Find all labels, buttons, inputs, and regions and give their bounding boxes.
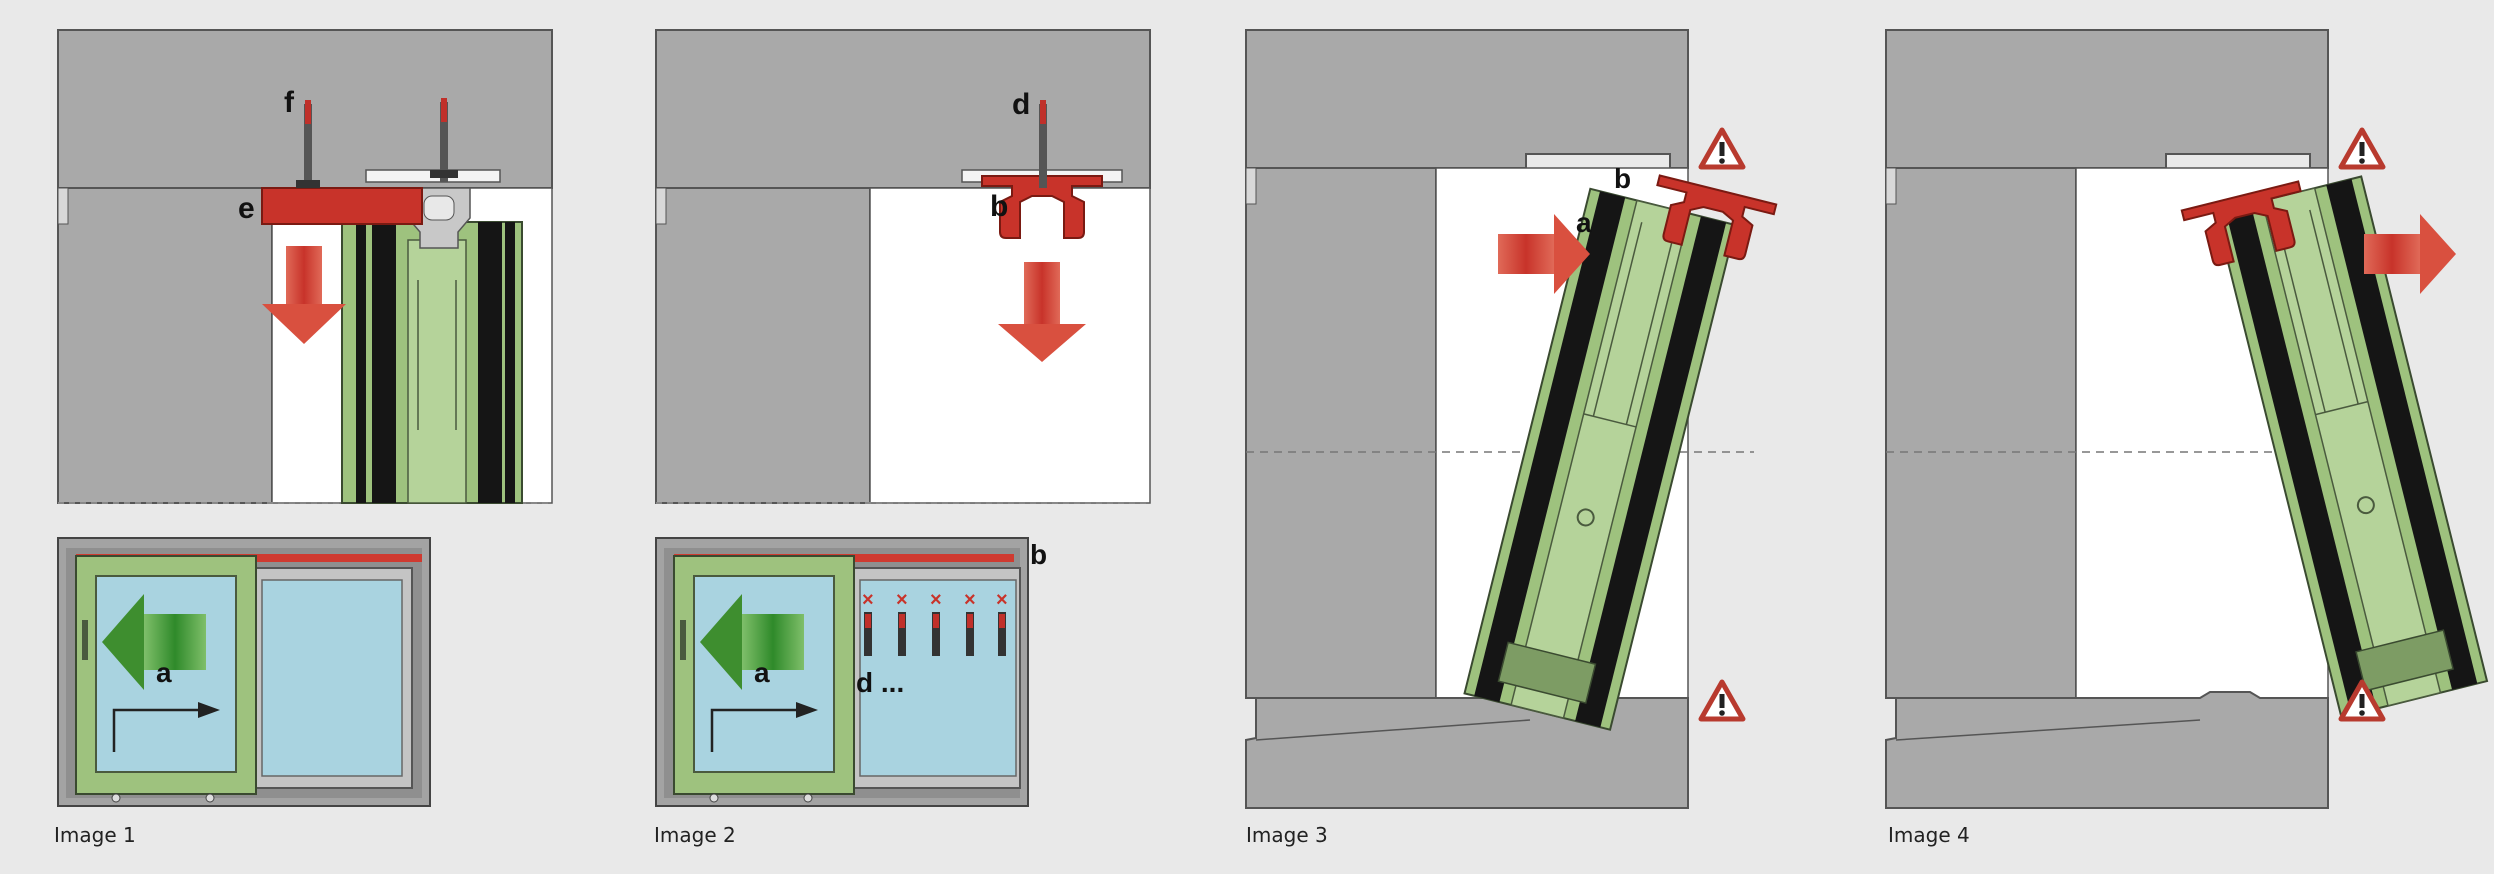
wall-section <box>655 29 1151 504</box>
warning-triangle-icon <box>2341 130 2383 167</box>
label-b-top: b <box>1030 539 1047 570</box>
warning-triangle-icon <box>1701 130 1743 167</box>
slide-direction-arrow-icon <box>112 702 220 752</box>
tilted-sash <box>2214 175 2489 719</box>
caption-image-3: Image 3 <box>1246 823 1328 847</box>
window-thumbnail <box>57 537 431 807</box>
arrow-right-icon <box>2364 214 2456 294</box>
screw-icon: × <box>896 589 908 656</box>
screw-icon <box>430 98 458 182</box>
warning-triangle-icon <box>1701 682 1743 719</box>
label-d-more: d ... <box>856 667 904 698</box>
label-d: d <box>1012 88 1030 121</box>
arrow-down-icon <box>998 262 1086 362</box>
screw-icon: × <box>930 589 942 656</box>
caption-image-4: Image 4 <box>1888 823 1970 847</box>
caption-image-2: Image 2 <box>654 823 736 847</box>
arrow-down-icon <box>262 246 346 344</box>
screw-icon: × <box>862 589 874 656</box>
caption-image-1: Image 1 <box>54 823 136 847</box>
wall-section <box>1885 29 2394 809</box>
x-mark-icon: × <box>964 589 976 611</box>
screw-icon <box>296 100 320 188</box>
slide-direction-arrow-icon <box>710 702 818 752</box>
panel-image-3: a b Image 3 <box>1245 29 1778 847</box>
screw-icon <box>1039 100 1047 188</box>
label-b: b <box>990 190 1008 223</box>
arrow-left-icon <box>700 594 804 690</box>
x-mark-icon: × <box>896 589 908 611</box>
x-mark-icon: × <box>862 589 874 611</box>
sash-profile <box>341 187 523 504</box>
fixing-block-e <box>261 187 423 225</box>
arrow-right-icon <box>1498 214 1590 294</box>
panel-image-2: d b a × <box>654 29 1151 847</box>
label-b: b <box>1614 163 1631 194</box>
arrow-left-icon <box>102 594 206 690</box>
label-e: e <box>238 192 255 225</box>
panel-image-1: f e a Image 1 <box>54 29 553 847</box>
label-f: f <box>284 86 295 119</box>
label-a: a <box>754 657 770 688</box>
label-a: a <box>1576 207 1592 238</box>
removed-screws: × × × × × <box>862 589 1008 656</box>
tilted-sash <box>1463 187 1738 731</box>
x-mark-icon: × <box>996 589 1008 611</box>
label-a: a <box>156 657 172 688</box>
panel-image-4: Image 4 <box>1885 29 2489 847</box>
window-thumbnail <box>655 537 1029 807</box>
screw-icon: × <box>964 589 976 656</box>
screw-icon: × <box>996 589 1008 656</box>
x-mark-icon: × <box>930 589 942 611</box>
